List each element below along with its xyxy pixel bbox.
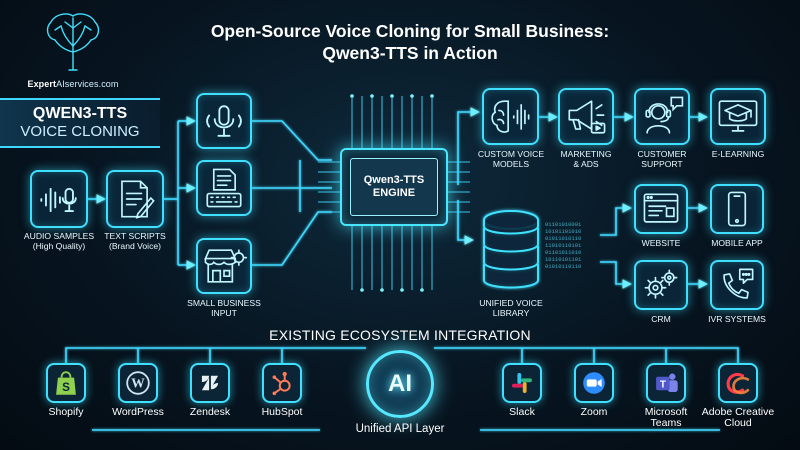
svg-text:11010110101: 11010110101 xyxy=(545,242,582,249)
hubspot-icon xyxy=(272,371,291,396)
svg-text:W: W xyxy=(131,376,145,391)
slack-label: Slack xyxy=(509,406,535,418)
keyboard-document-icon xyxy=(206,168,242,208)
ivr-systems-label: IVR SYSTEMS xyxy=(708,314,766,324)
microphone-icon xyxy=(206,105,242,137)
wordpress-label: WordPress xyxy=(112,406,164,418)
svg-text:01011010110: 01011010110 xyxy=(545,235,581,242)
logo-text: ExpertAIservices.com xyxy=(27,79,119,89)
slack-node[interactable] xyxy=(502,363,542,403)
zoom-node[interactable] xyxy=(574,363,614,403)
svg-text:01010110110: 01010110110 xyxy=(545,263,581,270)
website-label: WEBSITE xyxy=(641,238,681,248)
zendesk-icon xyxy=(201,375,219,391)
audio-samples-node xyxy=(30,170,88,228)
title-line-1: Open-Source Voice Cloning for Small Busi… xyxy=(210,21,610,41)
marketing-ads-label: MARKETING& ADS xyxy=(560,149,612,169)
svg-text:T: T xyxy=(660,380,666,391)
small-business-node xyxy=(196,238,252,294)
title-line-2: Qwen3-TTS in Action xyxy=(322,43,498,63)
engine-subtitle: ENGINE xyxy=(372,187,416,199)
text-scripts-node xyxy=(106,170,164,228)
zendesk-label: Zendesk xyxy=(189,406,231,418)
ecosystem-title: EXISTING ECOSYSTEM INTEGRATION xyxy=(269,327,531,343)
api-layer-label: Unified API Layer xyxy=(355,423,445,435)
browser-window-icon xyxy=(643,193,679,223)
marketing-ads-node xyxy=(558,88,614,145)
mobile-app-label: MOBILE APP xyxy=(711,238,763,248)
ai-hub-label: AI xyxy=(388,370,412,397)
zoom-label: Zoom xyxy=(580,406,608,418)
svg-text:S: S xyxy=(62,381,70,394)
wordpress-icon: W xyxy=(126,371,150,395)
brand-banner: QWEN3-TTS VOICE CLONING xyxy=(0,98,160,148)
hubspot-label: HubSpot xyxy=(261,406,303,418)
microphone-node xyxy=(196,93,252,149)
e-learning-label: E-LEARNING xyxy=(711,149,765,159)
brand-title: QWEN3-TTS xyxy=(32,105,128,122)
audio-wave-mic-icon xyxy=(40,187,77,213)
page-title: Open-Source Voice Cloning for Small Busi… xyxy=(150,20,670,64)
crm-label: CRM xyxy=(651,314,671,324)
slack-icon xyxy=(512,373,532,393)
keyboard-node xyxy=(196,160,252,216)
mobile-app-node xyxy=(710,184,764,234)
shopify-node[interactable]: S xyxy=(46,363,86,403)
ivr-systems-node xyxy=(710,260,764,310)
document-pen-icon xyxy=(121,180,155,219)
headset-support-icon xyxy=(645,96,684,134)
e-learning-node xyxy=(710,88,766,145)
zoom-icon xyxy=(583,372,605,394)
hubspot-node[interactable] xyxy=(262,363,302,403)
svg-text:01101011010: 01101011010 xyxy=(545,249,581,256)
engine-name: Qwen3-TTS xyxy=(363,174,425,186)
megaphone-icon xyxy=(568,100,606,134)
tts-engine-chip: Qwen3-TTS ENGINE xyxy=(340,148,448,226)
teams-node[interactable]: T xyxy=(646,363,686,403)
svg-text:10101101010: 10101101010 xyxy=(545,228,581,235)
phone-chat-icon xyxy=(723,268,754,299)
shopify-bag-icon: S xyxy=(56,371,76,395)
website-node xyxy=(634,184,688,234)
brand-subtitle: VOICE CLONING xyxy=(20,123,140,140)
ai-hub: AI xyxy=(366,350,434,418)
custom-voice-models-node xyxy=(482,88,539,145)
logo: ExpertAIservices.com xyxy=(18,10,128,89)
smartphone-icon xyxy=(727,191,747,227)
text-scripts-label: TEXT SCRIPTS(Brand Voice) xyxy=(104,231,166,251)
crm-node xyxy=(634,260,688,310)
shopify-label: Shopify xyxy=(48,406,84,418)
brain-tree-icon xyxy=(46,13,100,71)
svg-text:01101010001: 01101010001 xyxy=(545,221,582,228)
customer-support-node xyxy=(634,88,690,145)
graduation-cap-icon xyxy=(718,100,758,132)
gears-icon xyxy=(644,269,678,299)
adobe-cc-node[interactable] xyxy=(718,363,758,403)
audio-samples-label: AUDIO SAMPLES(High Quality) xyxy=(23,231,95,251)
brain-wave-icon xyxy=(491,100,530,133)
storefront-gear-icon xyxy=(204,249,248,283)
zendesk-node[interactable] xyxy=(190,363,230,403)
adobe-cc-icon xyxy=(726,372,750,395)
wordpress-node[interactable]: W xyxy=(118,363,158,403)
teams-icon: T xyxy=(656,373,678,392)
chip-core: Qwen3-TTS ENGINE xyxy=(350,158,438,216)
svg-text:10110101101: 10110101101 xyxy=(545,256,582,263)
database-icon xyxy=(483,210,539,289)
